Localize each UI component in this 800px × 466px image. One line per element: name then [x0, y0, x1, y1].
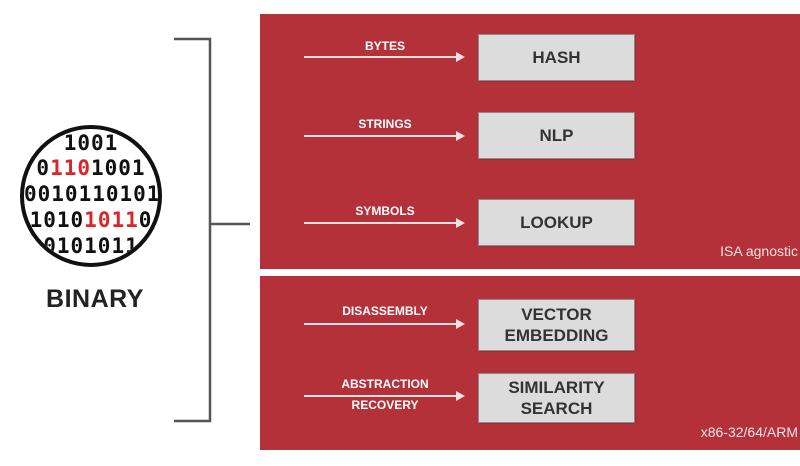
input-label: STRINGS [358, 117, 412, 131]
arrow-head-icon [456, 319, 465, 329]
bits-row: 0010110101 [24, 182, 161, 206]
input-label: ABSTRACTION RECOVERY [341, 377, 429, 412]
input-label: SYMBOLS [355, 204, 415, 218]
stage-box: NLP [478, 112, 635, 159]
stage-box: SIMILARITY SEARCH [478, 373, 635, 423]
binary-circle: 1001 01101001 0010110101 101010110 01010… [20, 125, 162, 267]
arrow-head-icon [456, 391, 465, 401]
arrow-head-icon [456, 52, 465, 62]
stage-box: HASH [478, 34, 635, 81]
binary-label: BINARY [46, 285, 144, 313]
stage-box: LOOKUP [478, 199, 635, 246]
arrow-line [304, 56, 456, 58]
arrow-line [304, 135, 456, 137]
bits-row: 01101001 [36, 156, 146, 180]
panel-note-isa-agnostic: ISA agnostic [720, 243, 798, 259]
arrow-line [304, 395, 456, 397]
bracket-connector [174, 37, 250, 423]
input-label: BYTES [364, 39, 405, 53]
bits-row: 1001 [63, 131, 119, 155]
panel-note-isa: x86-32/64/ARM [700, 424, 798, 440]
bits-row: 101010110 [29, 208, 153, 232]
bits-row: 0101011 [43, 234, 139, 258]
arrow-head-icon [456, 218, 465, 228]
arrow-line [304, 222, 456, 224]
arrow-line [304, 323, 456, 325]
stage-box: VECTOR EMBEDDING [478, 299, 635, 351]
input-label: DISASSEMBLY [342, 304, 428, 318]
arrow-head-icon [456, 131, 465, 141]
binary-icon: 1001 01101001 0010110101 101010110 01010… [20, 125, 162, 267]
